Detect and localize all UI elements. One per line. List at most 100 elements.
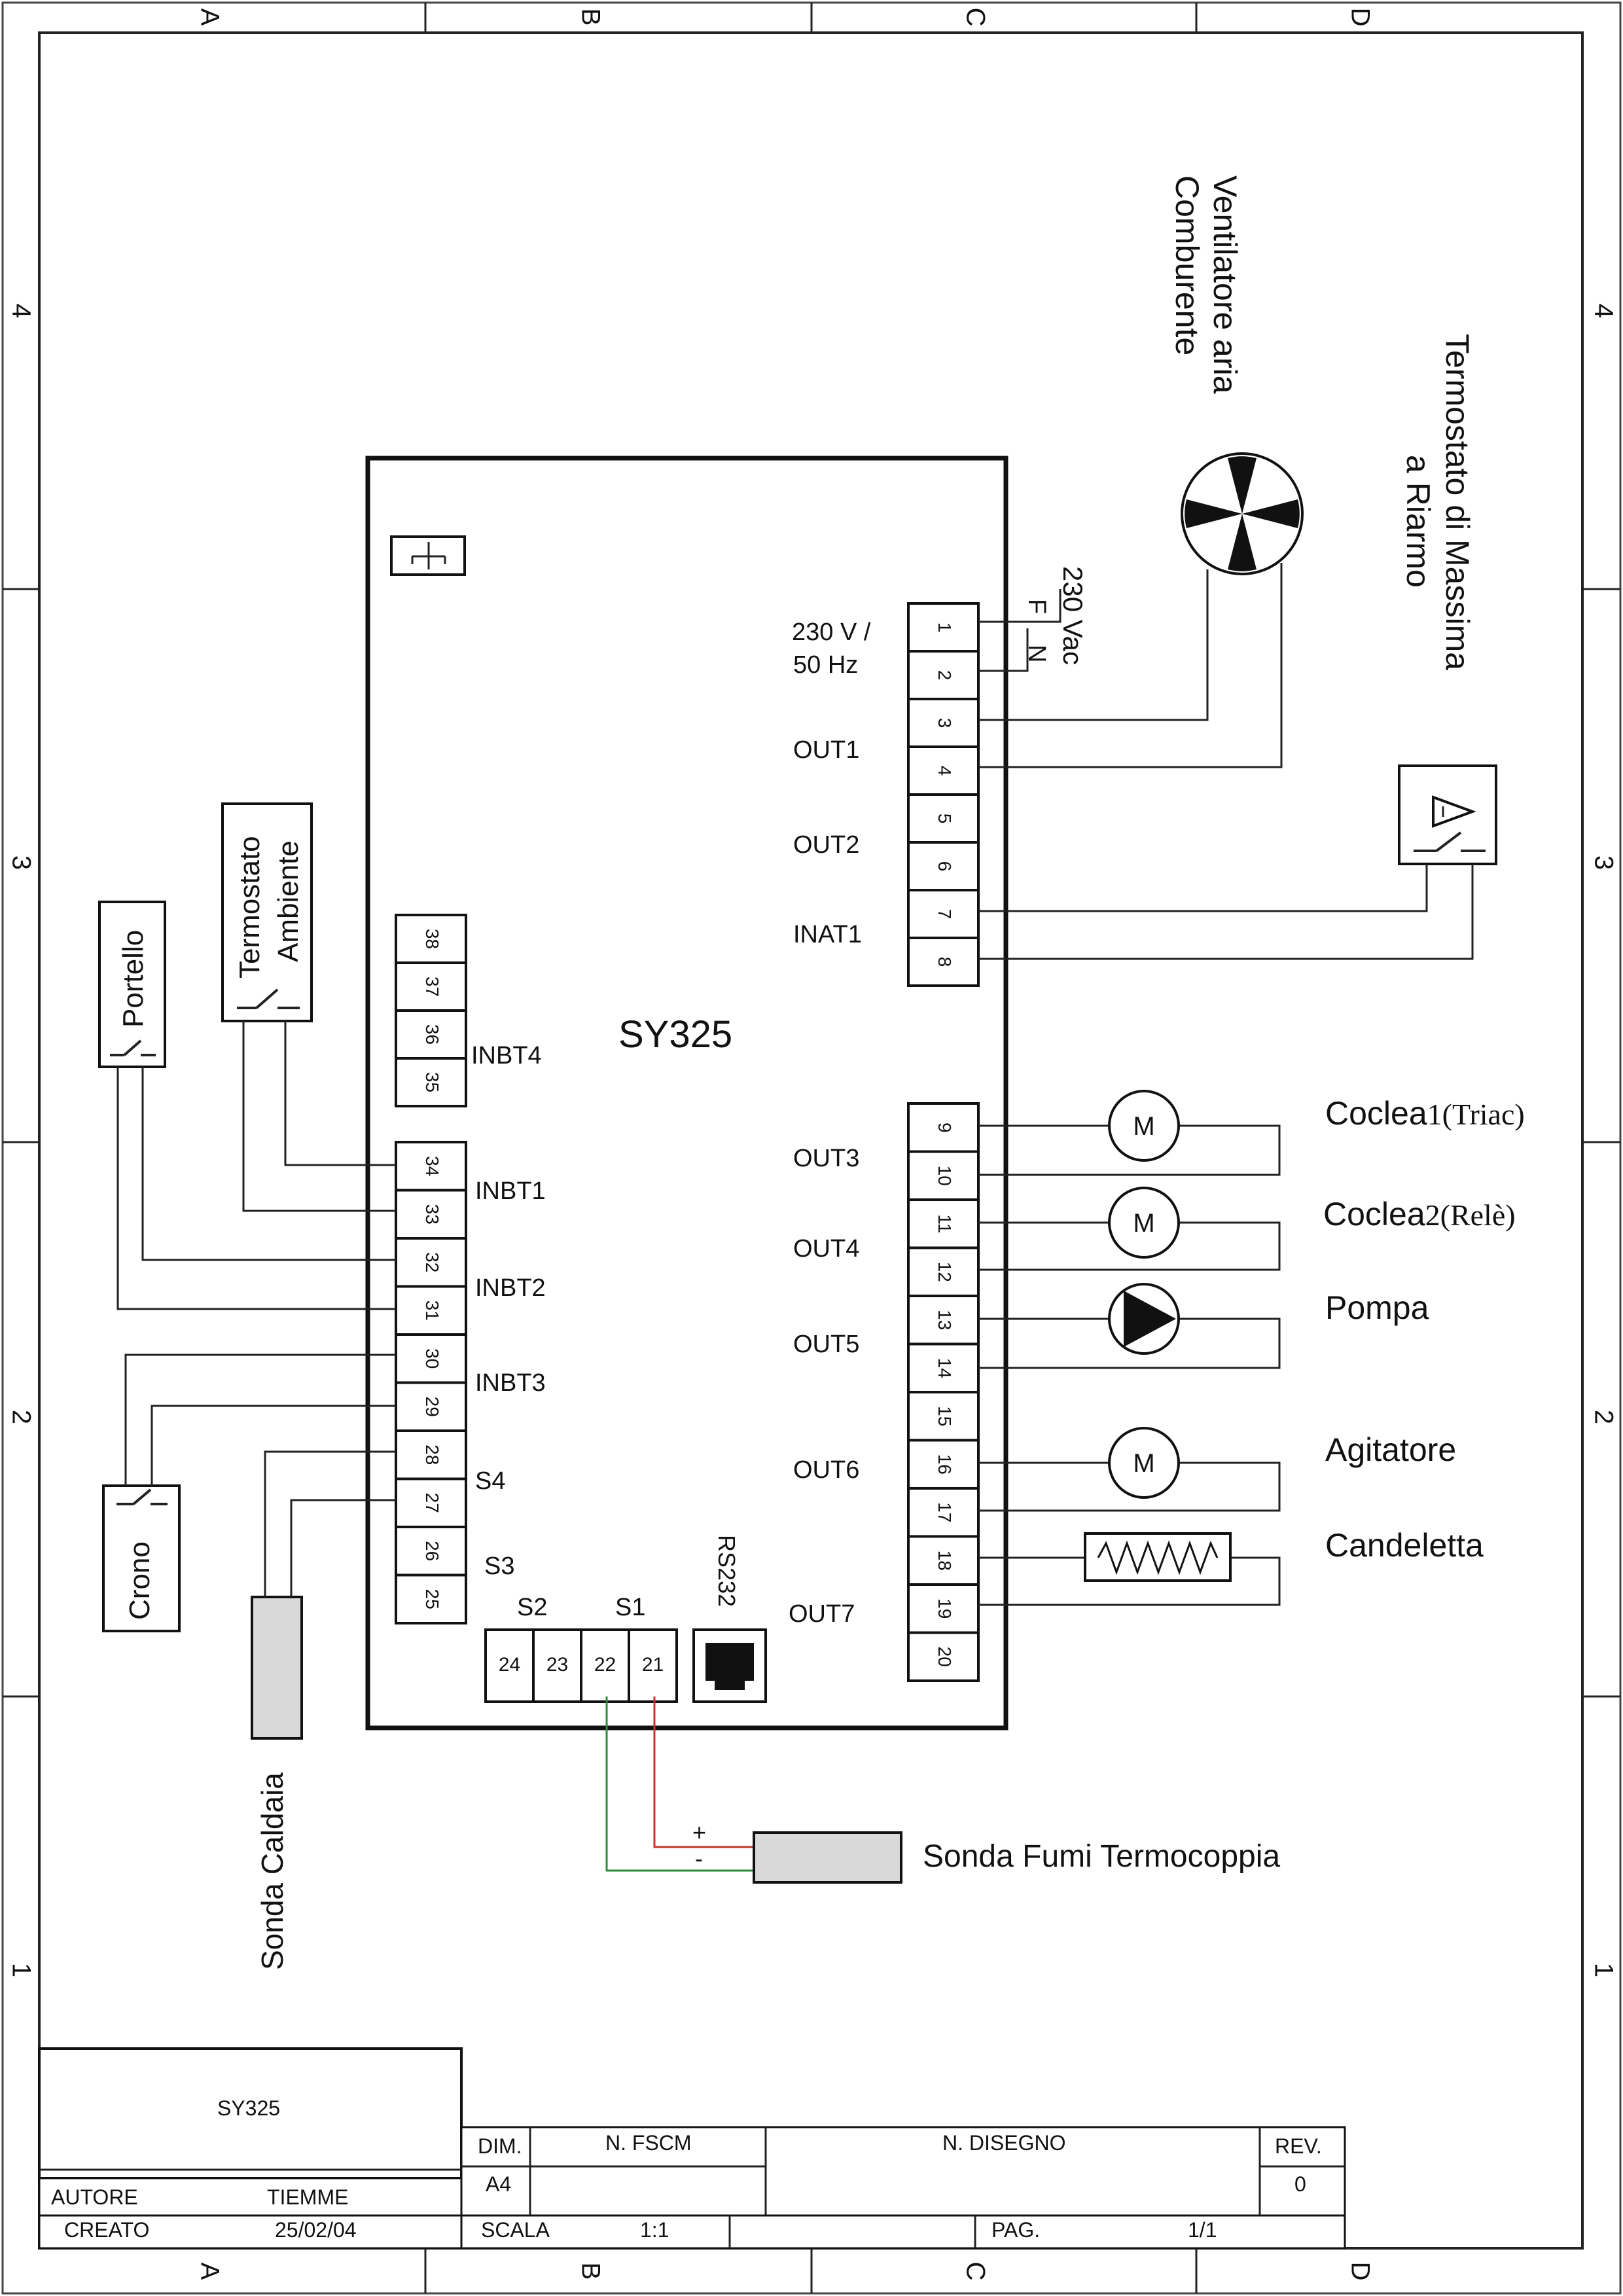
output-label-out7: OUT7 xyxy=(789,1600,855,1628)
input-label-inbt1: INBT1 xyxy=(475,1177,546,1205)
flue-probe-minus-label: - xyxy=(695,1845,703,1872)
svg-text:3: 3 xyxy=(935,718,955,728)
terminal-21: 21 xyxy=(628,1628,678,1703)
terminal-6: 6 xyxy=(907,841,980,891)
terminal-31: 31 xyxy=(395,1285,467,1336)
svg-text:36: 36 xyxy=(422,1024,442,1045)
safety-thermostat-wiring xyxy=(978,864,1474,960)
mains-label: 230 Vac xyxy=(1058,566,1088,665)
svg-text:11: 11 xyxy=(935,1214,955,1233)
row-label-right-3: 3 xyxy=(1589,855,1618,870)
title-block-name: SY325 xyxy=(217,2096,280,2120)
svg-text:8: 8 xyxy=(935,957,955,967)
terminal-3: 3 xyxy=(907,698,980,748)
terminal-2: 2 xyxy=(907,650,980,700)
title-block-fscm-label: N. FSCM xyxy=(605,2131,692,2155)
room-thermostat-label-line1: Termostato xyxy=(234,836,266,978)
controller-board xyxy=(365,456,1008,1731)
svg-text:38: 38 xyxy=(422,929,442,949)
title-block-rev-label: REV. xyxy=(1275,2134,1322,2158)
svg-text:1: 1 xyxy=(935,622,955,633)
terminal-18: 18 xyxy=(907,1535,980,1586)
title-block-created-value: 25/02/04 xyxy=(275,2218,357,2242)
terminal-30: 30 xyxy=(395,1333,467,1384)
terminal-1: 1 xyxy=(907,602,980,653)
terminal-33: 33 xyxy=(395,1189,467,1240)
column-label-top-b: B xyxy=(576,9,605,26)
mains-neutral-label: N xyxy=(1023,645,1050,662)
agitator-motor-icon: M xyxy=(1108,1427,1180,1499)
svg-text:15: 15 xyxy=(935,1406,955,1426)
terminal-block-left-top: 38 37 36 35 xyxy=(395,914,467,1107)
svg-text:19: 19 xyxy=(935,1598,955,1619)
terminal-17: 17 xyxy=(907,1487,980,1538)
agitator-wiring xyxy=(978,1462,1281,1512)
column-label-top-d: D xyxy=(1346,8,1374,27)
output-label-out5: OUT5 xyxy=(793,1331,859,1358)
svg-text:33: 33 xyxy=(422,1204,442,1225)
terminal-32: 32 xyxy=(395,1237,467,1288)
svg-text:4: 4 xyxy=(935,766,955,776)
input-label-s2: S2 xyxy=(517,1594,547,1621)
svg-text:37: 37 xyxy=(422,977,442,997)
flue-probe-icon xyxy=(753,1831,902,1884)
svg-text:31: 31 xyxy=(422,1300,442,1321)
title-block-drawing-label: N. DISEGNO xyxy=(942,2131,1065,2155)
safety-thermostat-label-line2: a Riarmo xyxy=(1400,455,1436,588)
svg-text:2: 2 xyxy=(935,670,955,681)
input-label-inbt3: INBT3 xyxy=(475,1369,546,1397)
room-thermostat-icon xyxy=(221,802,313,1022)
svg-text:25: 25 xyxy=(422,1589,442,1609)
auger1-motor-icon: M xyxy=(1108,1090,1180,1162)
auger1-wiring xyxy=(978,1124,1281,1176)
row-label-left-2: 2 xyxy=(7,1410,35,1424)
terminal-block-right-top: 1 2 3 4 56 7 8 xyxy=(907,602,980,987)
svg-text:12: 12 xyxy=(935,1262,955,1282)
terminal-9: 9 xyxy=(907,1102,980,1153)
svg-text:23: 23 xyxy=(546,1654,568,1676)
svg-text:17: 17 xyxy=(935,1502,955,1522)
terminal-27: 27 xyxy=(395,1477,467,1528)
output-label-out3: OUT3 xyxy=(793,1145,859,1172)
svg-text:24: 24 xyxy=(499,1654,520,1676)
rs232-connector-icon xyxy=(692,1628,767,1703)
terminal-15: 15 xyxy=(907,1391,980,1442)
svg-text:7: 7 xyxy=(935,909,955,920)
title-block-author-value: TIEMME xyxy=(267,2185,348,2209)
terminal-26: 26 xyxy=(395,1526,467,1577)
title-block-scale-label: SCALA xyxy=(481,2218,550,2242)
svg-text:35: 35 xyxy=(422,1072,442,1092)
column-label-bottom-c: C xyxy=(961,2262,990,2281)
terminal-5: 5 xyxy=(907,793,980,844)
terminal-23: 23 xyxy=(532,1628,582,1703)
column-label-bottom-d: D xyxy=(1346,2262,1374,2281)
ground-icon xyxy=(390,535,466,576)
controller-model-label: SY325 xyxy=(618,1013,732,1056)
glow-plug-label: Candeletta xyxy=(1325,1527,1484,1564)
row-label-right-4: 4 xyxy=(1589,304,1618,318)
svg-text:13: 13 xyxy=(935,1310,955,1330)
row-label-left-3: 3 xyxy=(7,855,35,870)
input-label-inbt4: INBT4 xyxy=(471,1042,542,1069)
input-label-s1: S1 xyxy=(615,1594,645,1621)
agitator-label: Agitatore xyxy=(1325,1431,1456,1468)
terminal-11: 11 xyxy=(907,1198,980,1249)
terminal-34: 34 xyxy=(395,1141,467,1192)
flue-probe-wiring xyxy=(605,1696,754,1872)
svg-text:28: 28 xyxy=(422,1444,442,1465)
auger1-label: Coclea1(Triac) xyxy=(1325,1095,1525,1132)
svg-text:20: 20 xyxy=(935,1647,955,1667)
svg-text:9: 9 xyxy=(935,1122,955,1133)
power-label-line1: 230 V / xyxy=(792,619,871,646)
svg-text:22: 22 xyxy=(594,1654,616,1676)
power-label-line2: 50 Hz xyxy=(793,651,858,679)
boiler-probe-label: Sonda Caldaia xyxy=(255,1772,289,1970)
title-block-page-label: PAG. xyxy=(991,2218,1040,2242)
timer-switch-icon xyxy=(102,1484,181,1632)
row-label-right-2: 2 xyxy=(1589,1410,1618,1424)
svg-text:16: 16 xyxy=(935,1454,955,1475)
pump-icon xyxy=(1108,1283,1180,1355)
room-thermostat-wiring xyxy=(242,1021,396,1212)
title-block-created-label: CREATO xyxy=(64,2218,149,2242)
terminal-14: 14 xyxy=(907,1342,980,1393)
